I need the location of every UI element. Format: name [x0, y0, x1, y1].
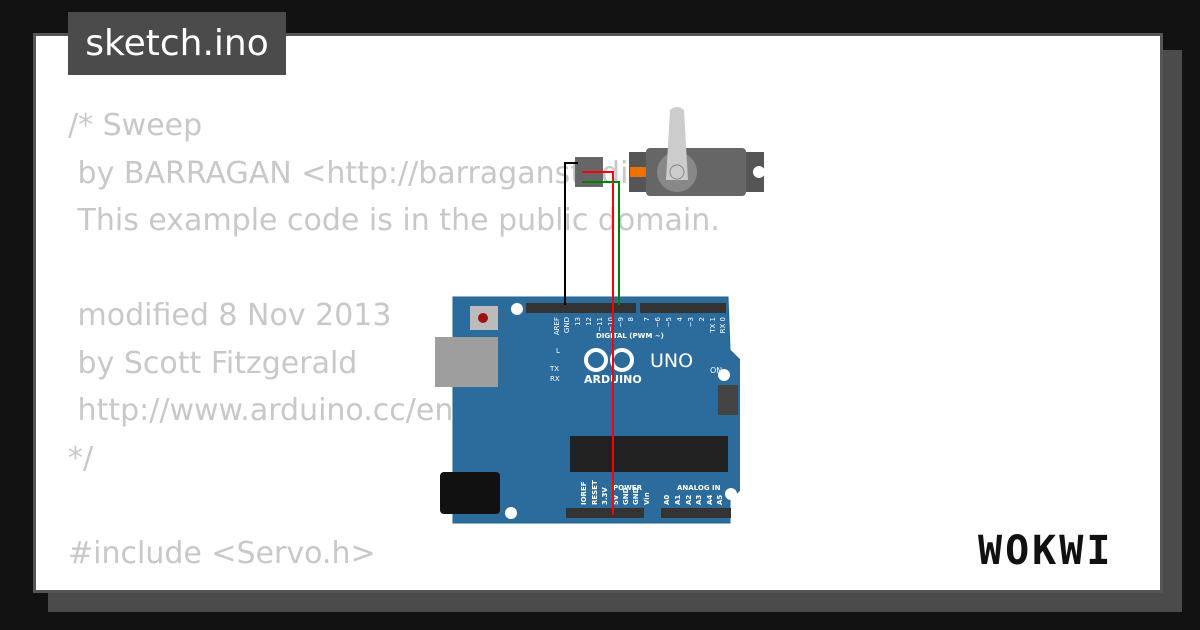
atmega-chip	[570, 436, 728, 472]
code-line: modified 8 Nov 2013	[68, 298, 392, 333]
code-line: */	[68, 440, 94, 476]
code-line: #include <Servo.h>	[68, 535, 376, 571]
wokwi-logo: WOKWI	[978, 528, 1114, 574]
pin-label: Vin	[643, 492, 651, 505]
pin-label: TX 1	[709, 317, 717, 334]
pin-label: A2	[685, 495, 693, 505]
vcc-wire[interactable]	[582, 171, 614, 515]
pin-label: 8	[627, 317, 635, 321]
pin-label: ~9	[617, 317, 625, 327]
analog-header	[661, 508, 731, 518]
pin-label: AREF	[553, 317, 561, 335]
code-line: This example code is in the public domai…	[68, 203, 720, 238]
pin-label: A1	[674, 495, 682, 505]
pin-label: A5	[716, 495, 724, 505]
led-l-label: L	[556, 347, 560, 355]
pin-label: GND	[622, 487, 630, 505]
pin-label: ~11	[596, 317, 604, 332]
power-label: POWER	[613, 484, 643, 492]
pin-label: 5V	[612, 494, 620, 505]
pin-label: A3	[695, 495, 703, 505]
signal-wire[interactable]	[582, 181, 620, 305]
analog-label: ANALOG IN	[677, 484, 721, 492]
pin-label: ~3	[687, 317, 695, 327]
usb-port	[435, 337, 498, 387]
led-on-label: ON	[710, 366, 722, 375]
power-jack	[440, 472, 500, 514]
file-title: sketch.ino	[68, 12, 286, 75]
pin-label: 2	[698, 317, 706, 321]
code-line: by Scott Fitzgerald	[68, 345, 358, 381]
pin-label: IOREF	[580, 481, 588, 505]
pin-label: 3.3V	[601, 487, 609, 505]
pin-label: ~10	[607, 317, 615, 332]
pin-label: RESET	[591, 480, 599, 505]
pin-label: 4	[676, 316, 684, 321]
digital-header	[526, 303, 636, 313]
pin-label: RX 0	[719, 317, 727, 333]
pin-label: A0	[663, 495, 671, 505]
board-model: UNO	[650, 350, 693, 372]
pin-label: 7	[643, 317, 651, 321]
led-tx-label: TX	[549, 365, 559, 373]
gnd-wire[interactable]	[564, 162, 578, 305]
code-background: /* Sweep by BARRAGAN <http://barraganstu…	[68, 102, 745, 577]
pin-label: ~5	[665, 317, 673, 327]
pin-label: 12	[585, 317, 593, 326]
pin-label: A4	[706, 495, 714, 505]
code-line: /* Sweep	[68, 108, 203, 143]
led-rx-label: RX	[550, 375, 560, 383]
pin-label: 13	[574, 317, 582, 326]
pin-label: GND	[563, 317, 571, 333]
digital-header-2	[640, 303, 726, 313]
code-line: http://www.arduino.cc/en	[68, 393, 454, 428]
pin-label: GND	[632, 487, 640, 505]
pin-label: ~6	[654, 316, 662, 327]
power-header	[566, 508, 644, 518]
arduino-logo-icon	[584, 348, 608, 372]
servo-horn[interactable]	[666, 107, 688, 180]
digital-label: DIGITAL (PWM ~)	[596, 332, 664, 340]
